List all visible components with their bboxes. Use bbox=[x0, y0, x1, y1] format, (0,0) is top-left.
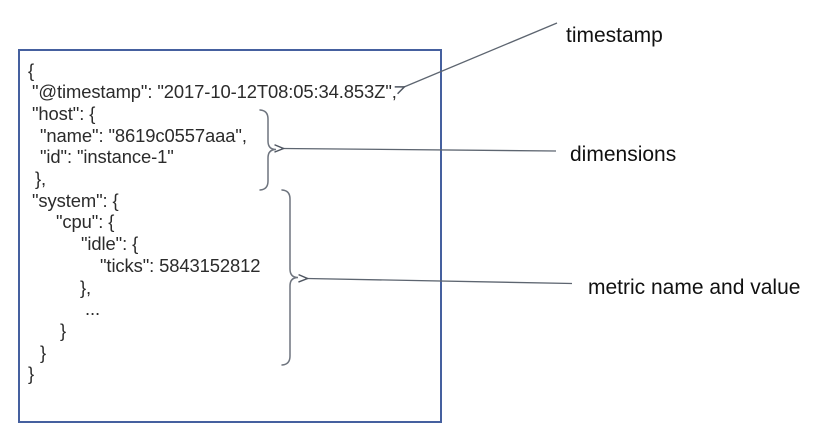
code-line: { bbox=[28, 59, 35, 81]
code-line: "host": { bbox=[32, 102, 96, 124]
json-document-box bbox=[18, 49, 442, 423]
dimensions-label: dimensions bbox=[570, 143, 677, 166]
code-line: "@timestamp": "2017-10-12T08:05:34.853Z"… bbox=[32, 81, 397, 103]
code-line: "system": { bbox=[32, 189, 119, 211]
timestamp-label: timestamp bbox=[566, 24, 663, 47]
code-line: "cpu": { bbox=[56, 211, 115, 233]
code-line: "ticks": 5843152812 bbox=[100, 254, 261, 276]
code-line: }, bbox=[35, 168, 47, 189]
code-line: "name": "8619c0557aaa", bbox=[40, 124, 247, 146]
metric-name-value-label: metric name and value bbox=[588, 276, 801, 299]
code-line: ... bbox=[85, 298, 101, 320]
code-line: } bbox=[60, 319, 67, 341]
code-line: }, bbox=[80, 276, 92, 298]
code-line: "idle": { bbox=[81, 233, 139, 255]
code-line: } bbox=[28, 363, 35, 385]
code-line: "id": "instance-1" bbox=[40, 146, 174, 168]
code-line: } bbox=[40, 341, 47, 363]
